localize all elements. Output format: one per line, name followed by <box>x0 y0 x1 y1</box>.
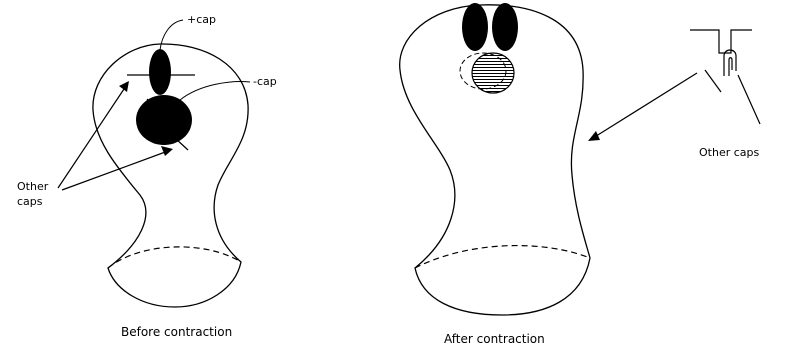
minus-cap-label: -cap <box>253 75 277 88</box>
after-cap-right <box>492 3 518 51</box>
after-cap-left <box>462 3 488 51</box>
minus-cap <box>136 95 192 145</box>
after-caption: After contraction <box>444 332 545 346</box>
before-cell-outline <box>93 44 248 307</box>
plus-cap-label: +cap <box>187 13 216 26</box>
after-cell: Other caps After contraction <box>400 3 760 346</box>
after-other-caps-arrow <box>593 73 697 138</box>
minus-cap-leader <box>180 82 250 100</box>
after-base-rim <box>415 246 590 268</box>
plus-cap <box>149 49 171 95</box>
other-caps-arrowhead-2 <box>161 146 173 156</box>
membrane-pocket-inset <box>690 30 760 124</box>
before-caption: Before contraction <box>121 325 232 339</box>
other-caps-label-left-line2: caps <box>17 195 43 208</box>
other-caps-label-left-line1: Other <box>17 180 49 193</box>
after-other-caps-arrowhead <box>588 131 600 141</box>
hatched-cap <box>472 53 514 93</box>
before-cell: +cap -cap Other caps Before contraction <box>17 13 277 339</box>
other-caps-arrow-1 <box>58 86 126 188</box>
after-cell-outline <box>400 5 590 315</box>
other-caps-arrow-2 <box>62 151 168 190</box>
other-caps-arrowhead-1 <box>119 81 129 92</box>
other-caps-label-right: Other caps <box>699 146 760 159</box>
minus-cap-tick-lower <box>175 138 188 150</box>
